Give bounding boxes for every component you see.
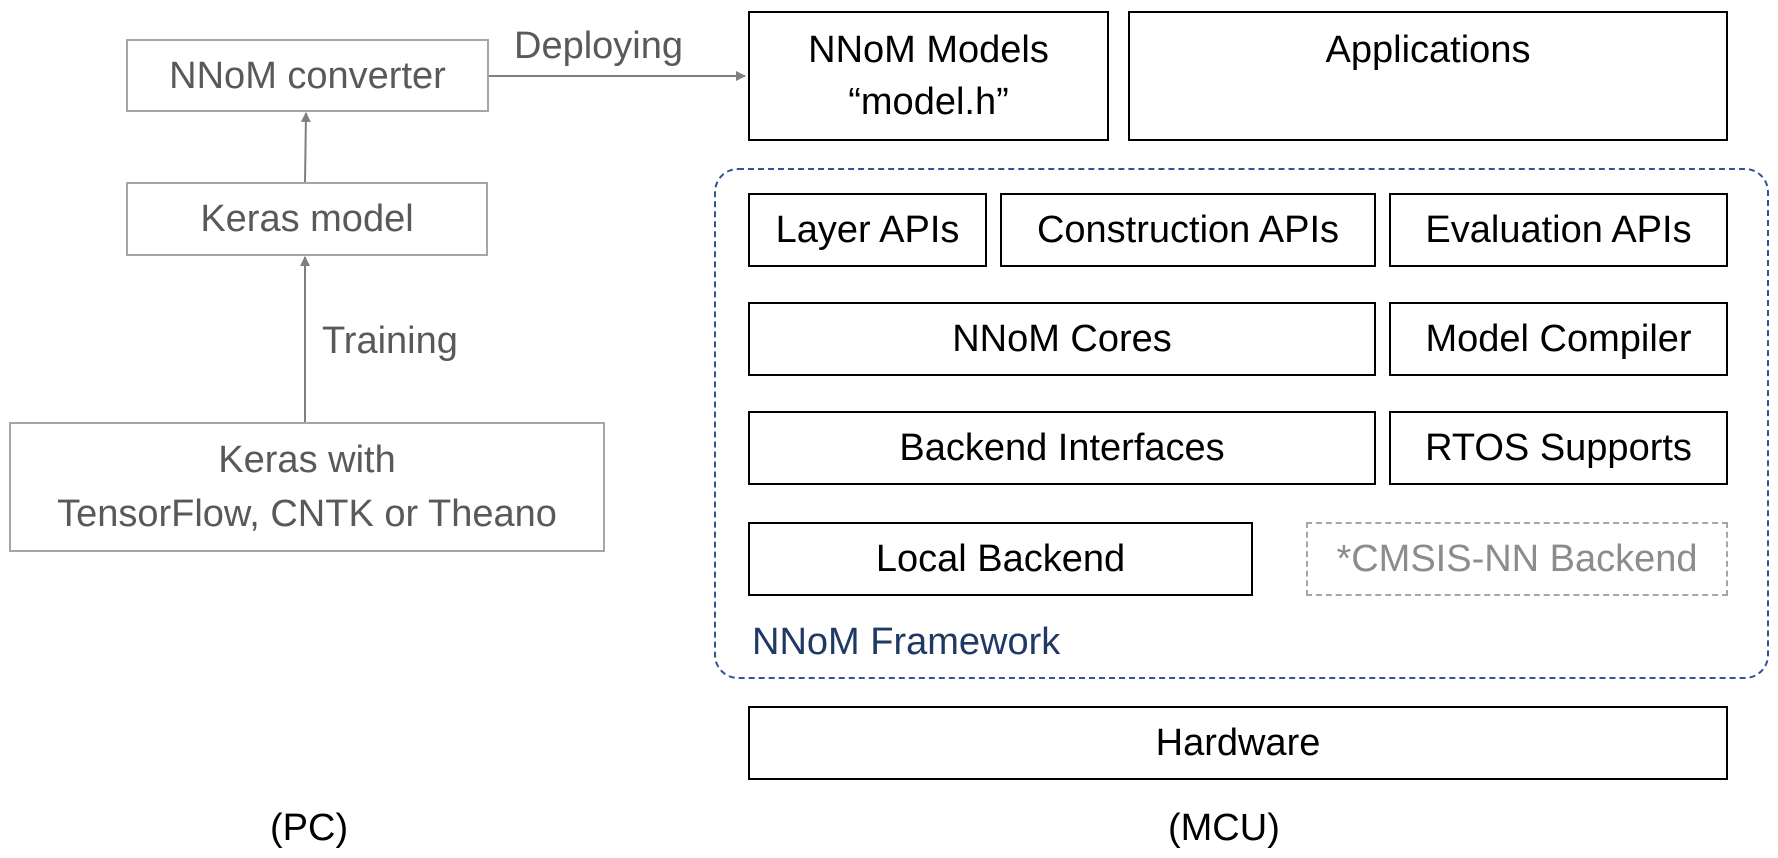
applications-box: Applications [1128,11,1728,141]
nnom-converter-box: NNoM converter [126,39,489,112]
nnom-cores-label: NNoM Cores [952,318,1172,360]
nnom-converter-label: NNoM converter [169,54,446,97]
model-compiler-label: Model Compiler [1425,318,1692,360]
hardware-box: Hardware [748,706,1728,780]
nnom-framework-label: NNoM Framework [752,621,1061,663]
keras-model-box: Keras model [126,182,488,256]
cmsis-nn-backend-box: *CMSIS-NN Backend [1306,522,1728,596]
applications-label: Applications [1325,29,1531,71]
evaluation-apis-box: Evaluation APIs [1389,193,1728,267]
nnom-models-box: NNoM Models “model.h” [748,11,1109,141]
rtos-supports-label: RTOS Supports [1425,427,1692,469]
mcu-caption: (MCU) [1168,807,1280,849]
model-compiler-box: Model Compiler [1389,302,1728,376]
local-backend-label: Local Backend [875,538,1126,580]
keras-model-label: Keras model [200,198,414,240]
evaluation-apis-label: Evaluation APIs [1425,209,1692,251]
pc-caption: (PC) [270,807,349,849]
deploying-label: Deploying [514,25,683,67]
nnom-cores-box: NNoM Cores [748,302,1376,376]
layer-apis-label: Layer APIs [775,209,960,251]
local-backend-box: Local Backend [748,522,1253,596]
layer-apis-box: Layer APIs [748,193,987,267]
nnom-models-line2: “model.h” [848,81,1009,123]
keras-backends-box: Keras with TensorFlow, CNTK or Theano [9,422,605,552]
keras-with-line2: TensorFlow, CNTK or Theano [57,493,557,535]
nnom-models-line1: NNoM Models [808,29,1049,71]
backend-interfaces-label: Backend Interfaces [899,427,1225,469]
construction-apis-box: Construction APIs [1000,193,1376,267]
keras-to-converter-arrow [300,112,311,183]
construction-apis-label: Construction APIs [1036,209,1340,251]
cmsis-nn-backend-label: *CMSIS-NN Backend [1336,538,1698,580]
rtos-supports-box: RTOS Supports [1389,411,1728,485]
training-label: Training [322,320,458,362]
keras-with-line1: Keras with [218,439,396,481]
backend-interfaces-box: Backend Interfaces [748,411,1376,485]
hardware-label: Hardware [1155,722,1321,764]
nnom-framework-container [714,168,1769,679]
